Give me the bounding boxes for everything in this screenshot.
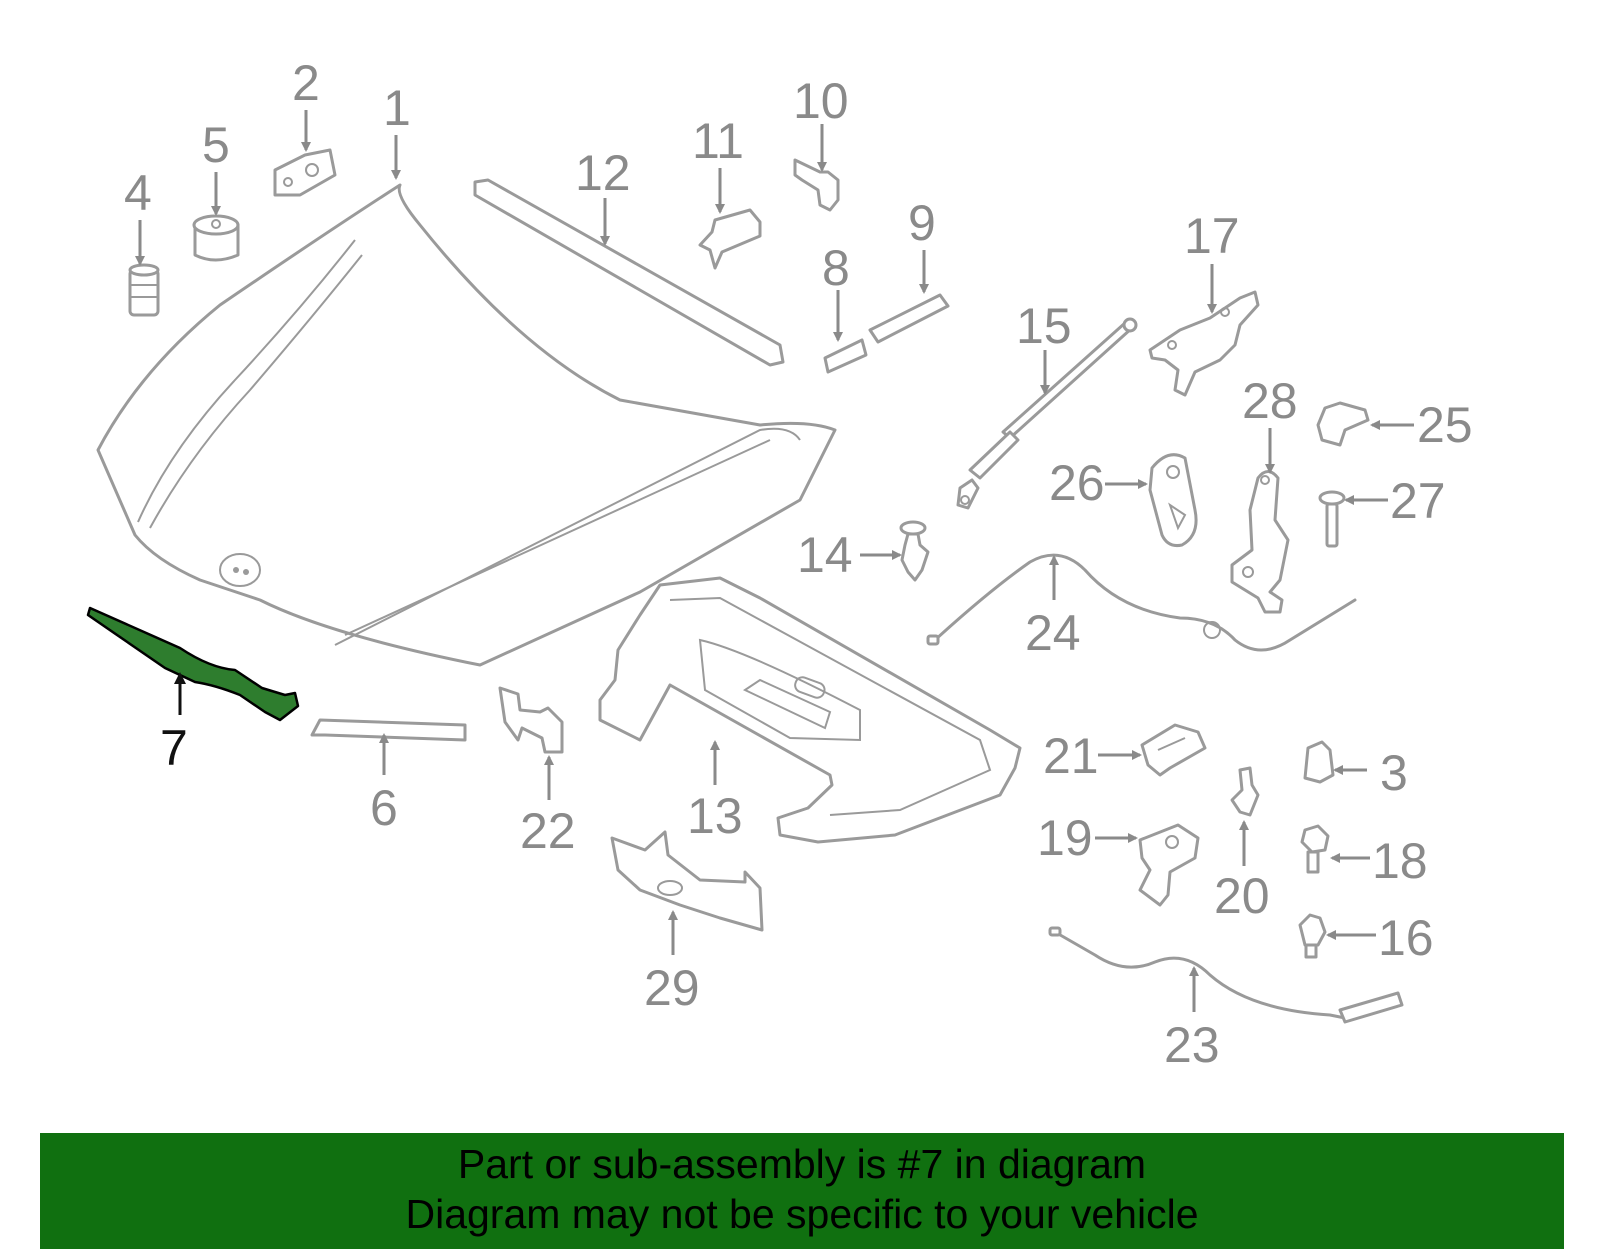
part-13-insulation[interactable]	[598, 576, 1022, 844]
label-4: 4	[124, 165, 152, 221]
label-24: 24	[1025, 605, 1081, 661]
part-14-clip[interactable]	[899, 520, 930, 582]
label-13: 13	[687, 788, 743, 844]
part-22-bracket[interactable]	[498, 686, 564, 754]
part-3-clip[interactable]	[1303, 740, 1335, 784]
label-28: 28	[1242, 373, 1298, 429]
part-15-strut[interactable]	[956, 317, 1138, 510]
part-25-clip[interactable]	[1316, 401, 1370, 447]
part-12-seal[interactable]	[473, 178, 785, 367]
part-24-cable[interactable]	[926, 553, 1357, 652]
part-4-buffer[interactable]	[128, 263, 160, 317]
label-10: 10	[793, 73, 849, 129]
callout-labels: 1 2 3 4 5 6 7 8 9 10 11 12 13 14 15 16 1…	[124, 55, 1473, 1073]
label-2: 2	[292, 55, 320, 111]
part-19-latch[interactable]	[1138, 823, 1200, 907]
label-6: 6	[370, 780, 398, 836]
part-27-bolt[interactable]	[1318, 490, 1346, 548]
part-23-cable[interactable]	[1048, 926, 1404, 1024]
part-26-bracket[interactable]	[1148, 453, 1198, 547]
label-25: 25	[1417, 397, 1473, 453]
part-10-clip[interactable]	[793, 158, 840, 212]
part-6-seal[interactable]	[310, 718, 467, 742]
part-9-strip[interactable]	[868, 293, 950, 344]
part-11-bracket[interactable]	[698, 208, 762, 270]
label-1: 1	[383, 80, 411, 136]
label-7-selected: 7	[160, 720, 188, 776]
info-banner: Part or sub-assembly is #7 in diagram Di…	[40, 1133, 1564, 1249]
label-8: 8	[822, 240, 850, 296]
leader-arrows	[135, 110, 1414, 1012]
label-16: 16	[1378, 910, 1434, 966]
label-14: 14	[797, 527, 853, 583]
parts-diagram: 1 2 3 4 5 6 7 8 9 10 11 12 13 14 15 16 1…	[86, 55, 1473, 1073]
label-23: 23	[1164, 1017, 1220, 1073]
part-7-seal[interactable]	[86, 606, 300, 722]
part-8-strip[interactable]	[823, 338, 868, 374]
label-3: 3	[1380, 745, 1408, 801]
label-29: 29	[644, 960, 700, 1016]
label-27: 27	[1390, 473, 1446, 529]
label-19: 19	[1037, 810, 1093, 866]
part-29-trim[interactable]	[610, 830, 764, 932]
part-21-latch-block[interactable]	[1140, 723, 1207, 777]
part-5-bumper[interactable]	[192, 214, 240, 262]
label-26: 26	[1049, 455, 1105, 511]
label-11: 11	[692, 113, 744, 169]
part-28-latch[interactable]	[1230, 470, 1290, 614]
part-17-hinge[interactable]	[1148, 290, 1260, 397]
label-12: 12	[575, 145, 631, 201]
part-18-nut[interactable]	[1300, 824, 1330, 874]
banner-line-2: Diagram may not be specific to your vehi…	[405, 1191, 1199, 1237]
label-22: 22	[520, 803, 576, 859]
label-21: 21	[1043, 728, 1099, 784]
label-5: 5	[202, 117, 230, 173]
part-20-hook[interactable]	[1230, 766, 1260, 817]
banner-line-1: Part or sub-assembly is #7 in diagram	[457, 1141, 1147, 1187]
part-16-nut[interactable]	[1298, 913, 1327, 959]
label-15: 15	[1016, 298, 1072, 354]
part-1-hood[interactable]	[96, 183, 837, 667]
part-2-bracket[interactable]	[273, 148, 337, 197]
label-17: 17	[1184, 208, 1240, 264]
label-9: 9	[908, 195, 936, 251]
label-20: 20	[1214, 868, 1270, 924]
label-18: 18	[1372, 833, 1428, 889]
